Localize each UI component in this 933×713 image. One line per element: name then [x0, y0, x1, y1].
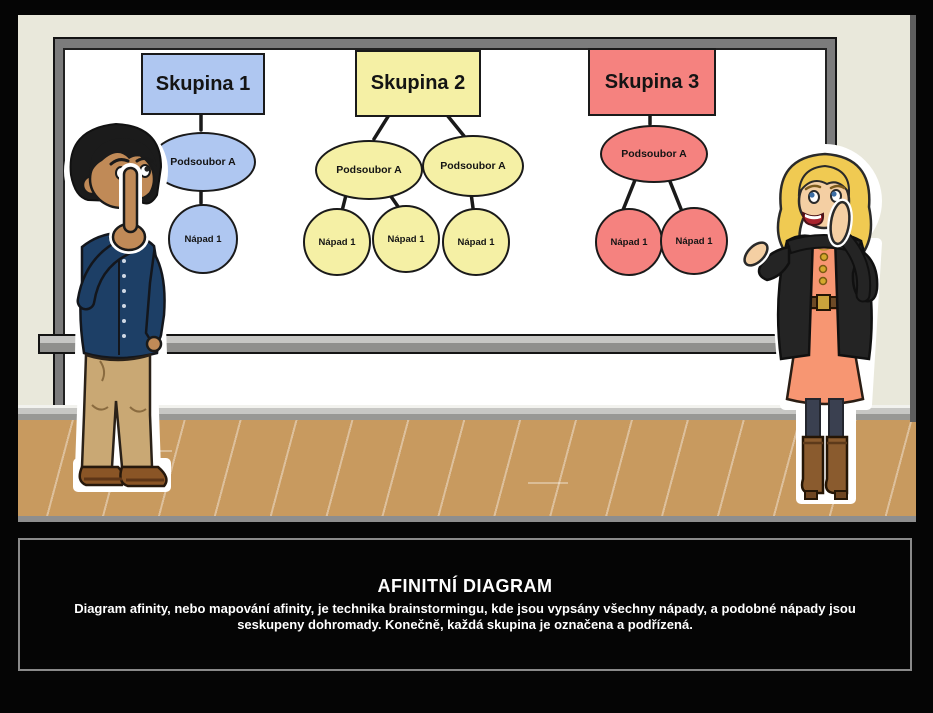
scene-bottom-edge [18, 516, 916, 522]
group2-box: Skupina 2 [355, 50, 481, 117]
group1-box: Skupina 1 [141, 53, 265, 115]
group3-idea2-label: Nápad 1 [675, 235, 713, 247]
group1-idea-circle: Nápad 1 [168, 204, 238, 274]
group2-subset1-label: Podsoubor A [336, 164, 402, 176]
group2-subset2-ellipse: Podsoubor A [422, 135, 524, 197]
group3-label: Skupina 3 [604, 70, 700, 93]
group2-idea3-label: Nápad 1 [457, 236, 495, 248]
group2-idea3-circle: Nápad 1 [442, 208, 510, 276]
wall-corner-shadow [910, 15, 916, 422]
group1-subset-label: Podsoubor A [170, 156, 236, 168]
group2-label: Skupina 2 [370, 72, 466, 94]
group3-idea2-circle: Nápad 1 [660, 207, 728, 275]
group1-idea-label: Nápad 1 [184, 233, 222, 245]
group2-idea2-circle: Nápad 1 [372, 205, 440, 273]
caption-box: AFINITNÍ DIAGRAM Diagram afinity, nebo m… [18, 538, 912, 671]
caption-body: Diagram afinity, nebo mapování afinity, … [74, 601, 856, 632]
group1-label: Skupina 1 [155, 72, 251, 95]
group2-idea2-label: Nápad 1 [387, 233, 425, 245]
group2-idea1-circle: Nápad 1 [303, 208, 371, 276]
group3-box: Skupina 3 [588, 48, 716, 116]
caption-title: AFINITNÍ DIAGRAM [377, 576, 553, 597]
man-thinking-character [64, 119, 171, 492]
group2-subset1-ellipse: Podsoubor A [315, 140, 423, 200]
plank-joint [528, 482, 568, 484]
classroom-scene: Skupina 1 Podsoubor A Nápad 1 Skupina 2 … [18, 15, 916, 522]
group3-subset-ellipse: Podsoubor A [600, 125, 708, 183]
baseboard [18, 405, 916, 420]
group2-idea1-label: Nápad 1 [318, 236, 356, 248]
woman-presenting-character [738, 144, 882, 504]
group2-subset2-label: Podsoubor A [440, 160, 506, 172]
group1-subset-ellipse: Podsoubor A [150, 132, 256, 192]
group3-idea1-circle: Nápad 1 [595, 208, 663, 276]
group3-idea1-label: Nápad 1 [610, 236, 648, 248]
group3-subset-label: Podsoubor A [621, 148, 687, 160]
